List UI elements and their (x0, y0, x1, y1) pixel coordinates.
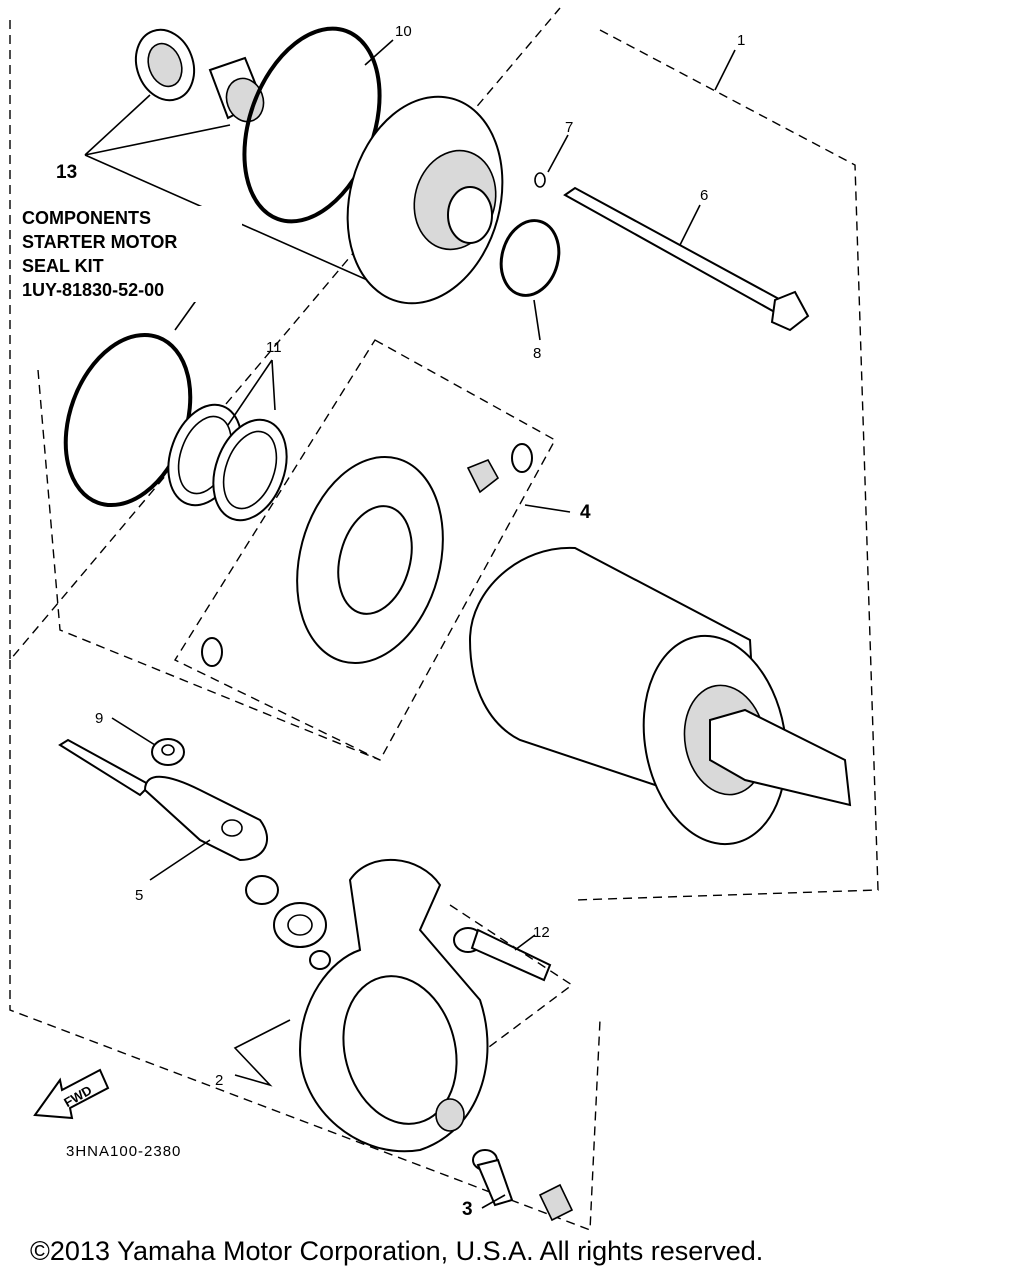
callout-10-upper: 10 (395, 23, 412, 40)
rear-cover (298, 859, 489, 1153)
oil-seal (134, 28, 196, 102)
assembly-boundary-lower (9, 660, 601, 1231)
callout-12: 12 (533, 924, 550, 941)
copyright-notice: ©2013 Yamaha Motor Corporation, U.S.A. A… (30, 1236, 764, 1266)
assembly-boundary-main (574, 29, 879, 901)
leader-1 (714, 49, 736, 91)
o-ring-8 (499, 219, 561, 297)
callout-5: 5 (135, 887, 143, 904)
callout-8: 8 (533, 345, 541, 362)
washer-b-hole (222, 430, 278, 510)
washer-b (212, 418, 288, 522)
callout-11: 11 (266, 339, 282, 356)
leader-5 (149, 839, 211, 881)
through-bolt (563, 186, 810, 332)
mounting-bolt (453, 927, 552, 982)
assembly-boundary-upper (9, 7, 561, 662)
callout-3: 3 (462, 1199, 473, 1220)
o-ring-small (534, 172, 546, 188)
left-plate-boundary (37, 369, 381, 761)
kit-note-line-3: SEAL KIT (22, 256, 104, 276)
fwd-arrow-icon: FWD (33, 1068, 110, 1120)
callout-6: 6 (700, 187, 708, 204)
kit-note-line-2: STARTER MOTOR (22, 232, 178, 252)
leader-6 (679, 204, 701, 246)
exploded-parts-diagram: 1 2 3 4 5 6 7 8 9 10 10 11 12 13 FWD (9, 7, 879, 1231)
terminal-lead (58, 738, 269, 862)
leader-3 (481, 1194, 506, 1209)
brush-plate (296, 455, 444, 665)
spacers (245, 875, 331, 970)
brush-lead (538, 1183, 574, 1222)
leader-11 (227, 359, 276, 426)
bolt-box-boundary (449, 904, 574, 1051)
leader-10a (364, 39, 394, 66)
callout-9: 9 (95, 710, 103, 727)
leader-4 (524, 504, 571, 513)
brush (466, 458, 500, 494)
kit-note-line-1: COMPONENTS (22, 208, 152, 228)
leader-7 (547, 134, 569, 173)
armature-yoke (468, 546, 852, 846)
brush-spring (201, 443, 533, 667)
leader-2 (233, 1019, 291, 1087)
leader-12 (514, 934, 536, 951)
kit-note-part-number: 1UY-81830-52-00 (22, 280, 165, 300)
callout-13: 13 (56, 162, 77, 183)
nut (151, 738, 185, 766)
callout-7: 7 (565, 119, 573, 136)
seal-kit-note: COMPONENTS STARTER MOTOR SEAL KIT 1UY-81… (22, 206, 242, 302)
drawing-code: 3HNA100-2380 (66, 1143, 182, 1160)
front-cover (346, 95, 504, 305)
leader-8 (533, 299, 541, 341)
callout-1: 1 (737, 32, 745, 49)
nut-leader (111, 717, 156, 746)
terminal-bolt (472, 1149, 514, 1207)
callout-4: 4 (580, 502, 591, 523)
needle-bearing (208, 56, 265, 123)
callout-2: 2 (215, 1072, 223, 1089)
